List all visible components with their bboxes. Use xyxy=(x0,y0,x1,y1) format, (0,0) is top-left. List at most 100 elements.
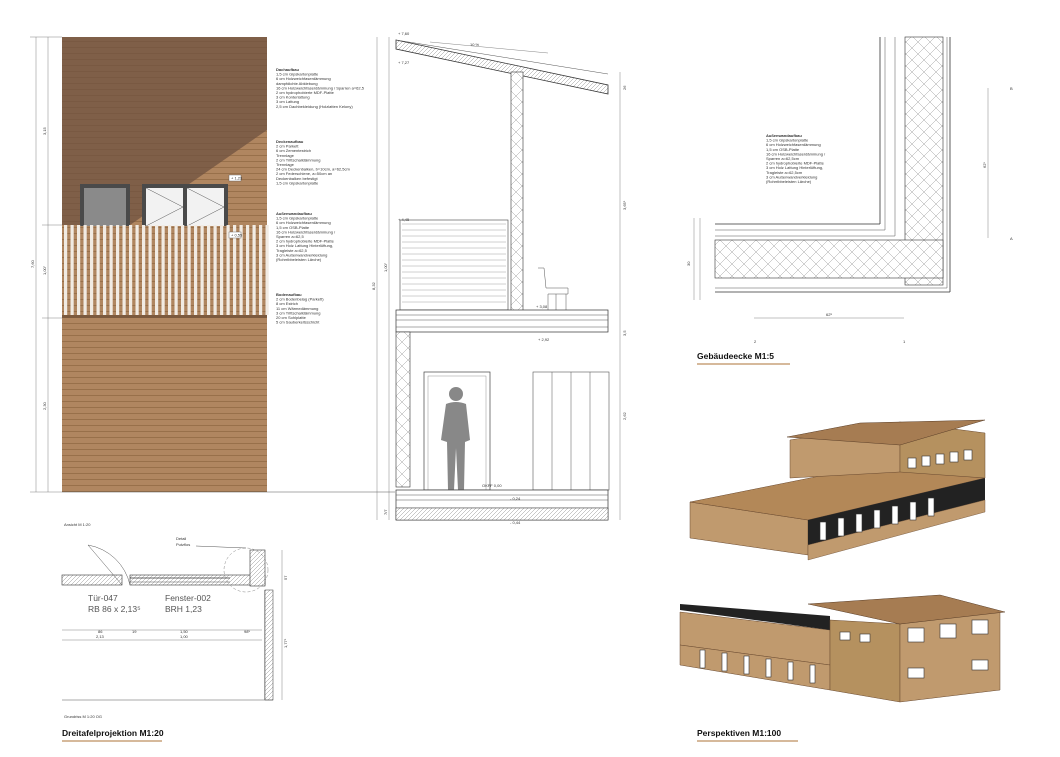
lev-top: + 7,60 xyxy=(398,31,410,36)
railing-slat xyxy=(220,225,224,315)
layer-line: Deckenbalken befestigt xyxy=(276,176,318,181)
railing-slat xyxy=(200,225,204,315)
window-level-2: + 0,55 xyxy=(231,233,243,238)
railing-slat xyxy=(265,225,269,315)
railing-slat xyxy=(70,225,74,315)
layer-line: 5 cm Sauberkeitsschicht xyxy=(276,320,320,325)
intermediate-floor xyxy=(395,309,609,333)
layer-line: 16 cm Holzweichfaserdämmung / xyxy=(766,151,826,156)
layer-line: 2,5 cm Dachbekleidung (Holzlatten Kelony… xyxy=(276,104,353,109)
sec-dim-h5: 26 xyxy=(622,85,627,90)
plan-dim-177: 1,77⁵ xyxy=(283,638,288,648)
layer-line: (Rohrribbeleisten Lärche) xyxy=(276,257,322,262)
window-right-glass-1 xyxy=(146,188,183,226)
elev-dim-total: 7,60 xyxy=(30,259,35,268)
detail-wall-horizontal xyxy=(714,239,944,279)
window-level-1: + 1,23 xyxy=(231,176,243,181)
railing-slat xyxy=(226,225,230,315)
p1-door xyxy=(819,521,827,541)
railing-slat xyxy=(246,225,250,315)
p1-door xyxy=(873,509,881,529)
layer-line: 2 cm Trittschalldämmung xyxy=(276,157,320,162)
lev-m044: - 0,44 xyxy=(510,520,521,525)
det-dim-30: 30 xyxy=(686,261,691,266)
plan-wall-left xyxy=(61,574,123,586)
roof-slope: 10 % xyxy=(470,42,480,47)
layer-title: Außenwandaufbau xyxy=(766,133,802,138)
railing-slat xyxy=(83,225,87,315)
p2-window-lower xyxy=(971,659,989,671)
lev-eave: + 7,27 xyxy=(398,60,410,65)
railing-slat xyxy=(187,225,191,315)
layer-line: 20 cm Sohlplatte xyxy=(276,315,307,320)
detail-callout xyxy=(223,547,269,593)
elev-dim-lower: 2,30 xyxy=(42,401,47,410)
layer-line: 3 cm Außenwandverkleidung xyxy=(276,252,327,257)
layer-line: 1,5 cm Gipskartonplatte xyxy=(766,138,809,143)
facade-shadow xyxy=(62,37,267,225)
p1-door xyxy=(855,513,863,533)
perspektiven-title: Perspektiven M1:100 xyxy=(697,728,781,738)
balcony-edge xyxy=(62,315,267,318)
door-size: RB 86 x 2,13⁵ xyxy=(88,604,141,614)
layer-line: 2 cm Federschiene, a=50cm an xyxy=(276,171,332,176)
p2-window-upper xyxy=(971,619,989,635)
sec-dim-h3: 2,62 xyxy=(622,411,627,420)
p1-door xyxy=(837,517,845,537)
layer-line: 16 cm Holzweichfaserdämmung / xyxy=(276,229,336,234)
layer-title: Bodenaufbau xyxy=(276,292,302,297)
p2-roof xyxy=(807,594,1006,625)
plan-dim-150: 1,50 xyxy=(180,629,189,634)
floor-plan: Detail Putzflos Tür-047 RB 86 x 2,13⁵ Fe… xyxy=(61,536,288,719)
person-silhouette xyxy=(441,387,470,490)
section-lower-wall xyxy=(395,331,411,488)
layer-line: Sparren a=62,5cm xyxy=(766,156,800,161)
perspective-bottom: Perspektiven M1:100 xyxy=(679,594,1006,742)
railing-slat xyxy=(155,225,159,315)
p2-window-small xyxy=(859,633,871,643)
layer-line: 8 cm Estrich xyxy=(276,301,298,306)
railing-slat xyxy=(77,225,81,315)
dreitafel-title: Dreitafelprojektion M1:20 xyxy=(62,728,164,738)
plan-dim-98: 98⁵ xyxy=(244,629,250,634)
layer-line: Tragleiste a=62,5 xyxy=(276,248,308,253)
railing-slats xyxy=(402,223,506,303)
balcony-railing xyxy=(64,225,269,315)
railing-slat xyxy=(168,225,172,315)
railing-slat xyxy=(207,225,211,315)
railing-slat xyxy=(142,225,146,315)
railing-slat xyxy=(103,225,107,315)
lev-ceiling: + 2,92 xyxy=(538,337,550,342)
p1-door xyxy=(891,505,899,525)
p1-window xyxy=(921,455,931,467)
railing-slat xyxy=(239,225,243,315)
layer-line: 6 cm Holzweichfaserdämmung xyxy=(766,142,821,147)
p2-door xyxy=(699,649,706,669)
layer-line: 6 cm Holzweichfaserdämmung xyxy=(276,76,331,81)
detail-label: Detail xyxy=(176,536,186,541)
layer-line: Trennlage xyxy=(276,153,295,158)
section-view: 10 % + 7,60 + 7,27 xyxy=(371,31,627,525)
elev-dim-upper: 3,15 xyxy=(42,126,47,135)
gebaeudeecke-title: Gebäudeecke M1:5 xyxy=(697,351,774,361)
railing-slat xyxy=(259,225,263,315)
layer-title: Dachaufbau xyxy=(276,67,299,72)
layer-title: Außenwandaufbau xyxy=(276,211,312,216)
section-railing xyxy=(399,219,509,311)
door-label: Tür-047 xyxy=(88,593,118,603)
plan-dim-213: 2,13 xyxy=(96,634,105,639)
p2-door xyxy=(809,664,816,684)
railing-slat xyxy=(122,225,126,315)
p1-windows xyxy=(819,449,973,541)
plan-dim-57: 57 xyxy=(283,575,288,580)
det-axis-1: 1 xyxy=(903,339,906,344)
layer-line: 1,5 cm OSB-Platte xyxy=(766,147,800,152)
p1-window xyxy=(963,449,973,461)
p2-window-small xyxy=(839,631,851,641)
layer-line: 3 cm Konterlattung xyxy=(276,95,310,100)
layer-line: 1,5 cm OSB-Platte xyxy=(276,225,310,230)
layer-line: Sparren a=62,5 xyxy=(276,234,304,239)
p2-door xyxy=(743,655,750,675)
railing-slat xyxy=(129,225,133,315)
